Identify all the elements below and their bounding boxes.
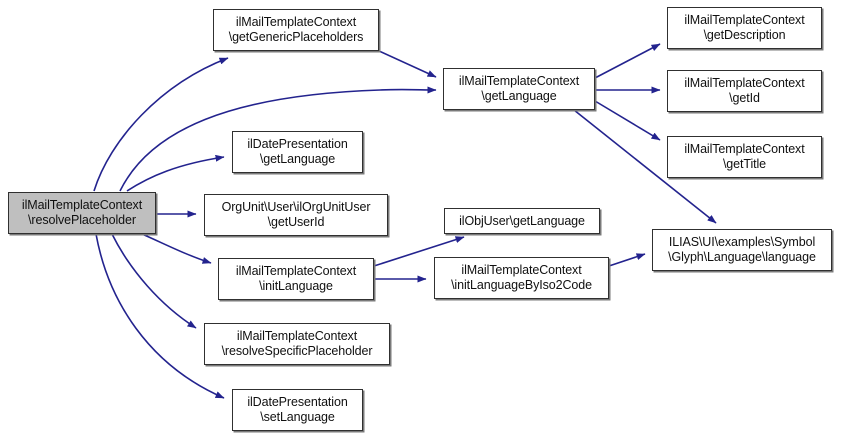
node-label-line2: \initLanguage	[259, 279, 333, 293]
edge-getLanguage-getTitle	[594, 100, 661, 141]
node-get-user-id[interactable]: OrgUnit\User\ilOrgUnitUser \getUserId	[204, 194, 388, 236]
edge-initLanguageByIso2Code-ilasGlyphLanguage	[608, 253, 646, 267]
node-ilias-glyph-language[interactable]: ILIAS\UI\examples\Symbol \Glyph\Language…	[652, 229, 832, 271]
node-label-line1: ilMailTemplateContext	[21, 198, 143, 212]
node-label-line1: ilObjUser\getLanguage	[459, 213, 585, 228]
node-set-language[interactable]: ilDatePresentation \setLanguage	[232, 389, 363, 431]
edge-resolvePlaceholder-resolveSpecificPlaceholder	[111, 233, 197, 329]
node-label-line2: \getUserId	[267, 215, 325, 229]
node-label-line1: ilDatePresentation	[247, 137, 348, 151]
node-get-language[interactable]: ilMailTemplateContext \getLanguage	[443, 68, 595, 110]
node-label-line2: \setLanguage	[260, 410, 335, 424]
edge-resolvePlaceholder-setLanguage	[95, 233, 225, 399]
node-resolve-placeholder[interactable]: ilMailTemplateContext \resolvePlaceholde…	[8, 192, 156, 234]
node-label-line1: ilMailTemplateContext	[684, 142, 805, 156]
node-label-line2: \getLanguage	[259, 152, 336, 166]
node-obj-user-get-language[interactable]: ilObjUser\getLanguage	[444, 208, 600, 234]
node-get-title[interactable]: ilMailTemplateContext \getTitle	[667, 136, 822, 178]
node-label-line1: ILIAS\UI\examples\Symbol	[668, 235, 816, 249]
edge-getGenericPlaceholders-getLanguage	[378, 50, 437, 78]
node-get-generic-placeholders[interactable]: ilMailTemplateContext \getGenericPlaceho…	[213, 9, 379, 51]
node-label-line1: ilMailTemplateContext	[458, 74, 580, 88]
node-label-line2: \Glyph\Language\language	[668, 250, 816, 264]
node-label-line2: \getId	[729, 91, 760, 105]
edge-resolvePlaceholder-initLanguage	[141, 233, 212, 264]
node-label-line2: \initLanguageByIso2Code	[451, 278, 592, 292]
edge-resolvePlaceholder-getGenericPlaceholders	[93, 57, 229, 192]
edge-getLanguage-getDescription	[594, 43, 661, 79]
node-label-line2: \getLanguage	[481, 89, 557, 103]
node-init-language-by-iso2code[interactable]: ilMailTemplateContext \initLanguageByIso…	[434, 257, 609, 299]
node-label-line2: \resolveSpecificPlaceholder	[221, 344, 373, 358]
node-label-line2: \resolvePlaceholder	[28, 213, 136, 227]
node-init-language[interactable]: ilMailTemplateContext \initLanguage	[218, 258, 374, 300]
node-label-line1: ilDatePresentation	[247, 395, 348, 409]
node-get-id[interactable]: ilMailTemplateContext \getId	[667, 70, 822, 112]
node-label-line1: ilMailTemplateContext	[236, 329, 358, 343]
node-label-line2: \getGenericPlaceholders	[228, 30, 364, 44]
node-label-line1: OrgUnit\User\ilOrgUnitUser	[221, 200, 371, 214]
node-resolve-specific-placeholder[interactable]: ilMailTemplateContext \resolveSpecificPl…	[204, 323, 390, 365]
node-label-line1: ilMailTemplateContext	[461, 263, 582, 277]
edge-resolvePlaceholder-ilDatePresentationGetLanguage	[126, 154, 225, 192]
node-date-presentation-get-language[interactable]: ilDatePresentation \getLanguage	[232, 131, 363, 173]
node-label-line2: \getTitle	[722, 157, 767, 171]
node-get-description[interactable]: ilMailTemplateContext \getDescription	[667, 7, 822, 49]
node-label-line2: \getDescription	[703, 28, 786, 42]
node-label-line1: ilMailTemplateContext	[684, 76, 805, 90]
node-label-line1: ilMailTemplateContext	[235, 15, 357, 29]
node-label-line1: ilMailTemplateContext	[684, 13, 805, 27]
node-label-line1: ilMailTemplateContext	[235, 264, 357, 278]
